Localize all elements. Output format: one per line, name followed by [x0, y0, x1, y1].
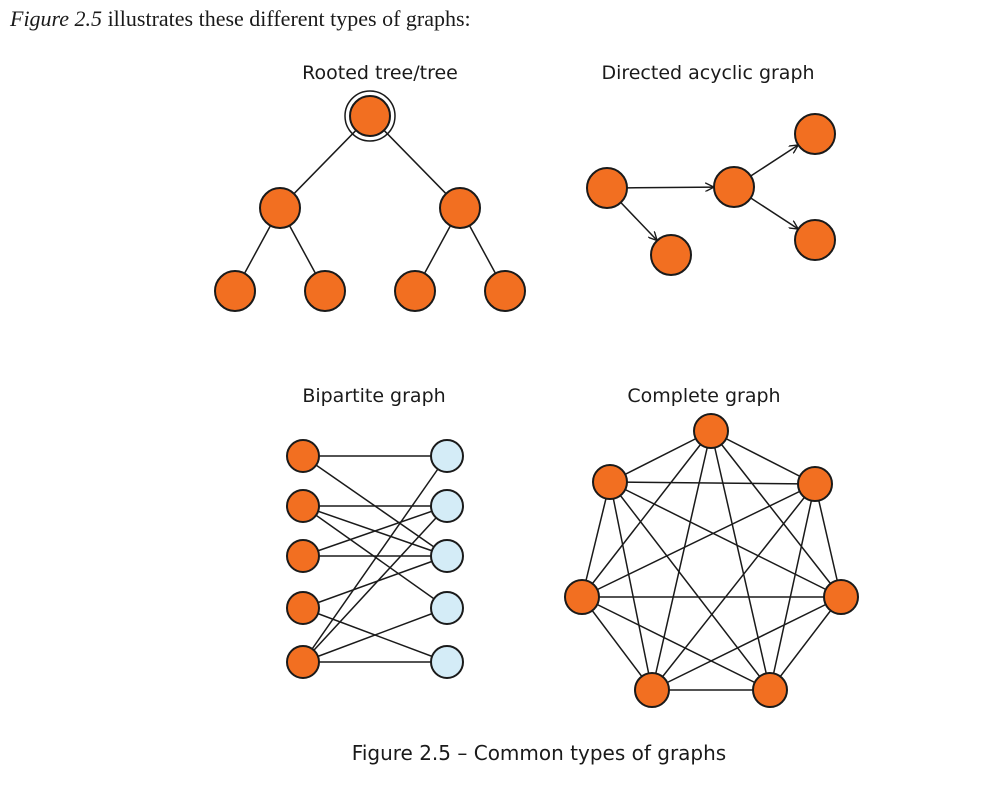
complete-graph-diagram [564, 413, 859, 708]
complete-edge [581, 483, 816, 598]
intro-text: illustrates these different types of gra… [102, 6, 471, 31]
bipartite-left-node [286, 645, 320, 679]
bipartite-right-node [430, 539, 464, 573]
dag-arrow-edge [750, 145, 799, 177]
complete-node [634, 672, 670, 708]
dag-node [713, 166, 755, 208]
complete-edge [609, 481, 816, 485]
bipartite-left-node [286, 539, 320, 573]
bipartite-left-node [286, 489, 320, 523]
complete-edge [814, 483, 842, 598]
tree-internal-node [259, 187, 301, 229]
intro-paragraph: Figure 2.5 illustrates these different t… [10, 6, 471, 32]
dag-node [794, 113, 836, 155]
complete-node [693, 413, 729, 449]
complete-edge [710, 430, 816, 485]
complete-node [752, 672, 788, 708]
tree-leaf-node [214, 270, 256, 312]
complete-edge [651, 483, 816, 691]
bipartite-edge [302, 505, 448, 557]
dag-arrow-edge [620, 201, 657, 240]
complete-edge [769, 596, 842, 691]
complete-edge [609, 481, 653, 691]
complete-edge [581, 481, 611, 598]
tree-edge [423, 225, 452, 274]
dag-arrow-edge [750, 197, 799, 229]
dag-node [650, 234, 692, 276]
complete-edge [710, 430, 771, 691]
bipartite-graph-diagram [286, 439, 464, 679]
complete-edge [581, 430, 712, 598]
tree-edge [243, 225, 272, 274]
bipartite-right-node [430, 591, 464, 625]
tree-label: Rooted tree/tree [302, 62, 458, 84]
complete-node [823, 579, 859, 615]
complete-edge [581, 596, 653, 691]
bipartite-edge [302, 505, 448, 609]
tree-leaf-node [394, 270, 436, 312]
tree-leaf-node [304, 270, 346, 312]
complete-label: Complete graph [627, 385, 780, 407]
tree-leaf-node [484, 270, 526, 312]
complete-edge [609, 430, 712, 483]
tree-edge [293, 129, 357, 195]
dag-node [794, 219, 836, 261]
complete-node [797, 466, 833, 502]
bipartite-left-node [286, 439, 320, 473]
complete-edge [710, 430, 842, 598]
tree-internal-node [439, 187, 481, 229]
complete-edge [769, 483, 816, 691]
directed-acyclic-graph-diagram [586, 113, 836, 276]
dag-label: Directed acyclic graph [601, 62, 814, 84]
dag-arrow-edge [626, 187, 714, 188]
complete-edge [609, 481, 771, 691]
bipartite-right-node [430, 489, 464, 523]
bipartite-edge [302, 505, 448, 663]
complete-edge [609, 481, 842, 598]
rooted-tree-diagram [214, 90, 526, 312]
complete-node [592, 464, 628, 500]
complete-edge [651, 430, 712, 691]
bipartite-left-node [286, 591, 320, 625]
bipartite-edge [302, 555, 448, 609]
tree-root-node [349, 95, 391, 137]
bipartite-edge [302, 455, 448, 663]
bipartite-right-node [430, 645, 464, 679]
complete-node [564, 579, 600, 615]
root-marker-ring [344, 90, 396, 142]
tree-edge [383, 129, 447, 195]
tree-edge [288, 225, 317, 274]
bipartite-right-node [430, 439, 464, 473]
figure-caption: Figure 2.5 – Common types of graphs [352, 741, 726, 765]
bipartite-label: Bipartite graph [302, 385, 445, 407]
figure-reference: Figure 2.5 [10, 6, 103, 31]
dag-node [586, 167, 628, 209]
tree-edge [468, 225, 497, 274]
complete-edge [581, 596, 771, 691]
complete-edge [651, 596, 842, 691]
bipartite-edge [302, 607, 448, 663]
